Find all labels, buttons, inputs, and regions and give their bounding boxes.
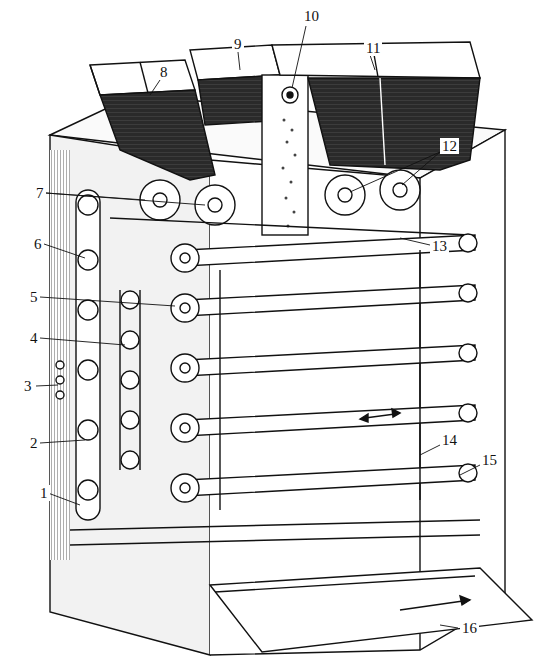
callout-number: 9 — [232, 36, 244, 52]
callout-number: 1 — [38, 485, 50, 501]
hopper — [272, 42, 480, 170]
leader-lines — [36, 26, 480, 628]
callout-number: 10 — [302, 8, 321, 24]
callout-number: 3 — [22, 378, 34, 394]
cabinet-side — [50, 135, 210, 655]
callout-number: 14 — [440, 432, 459, 448]
callout-number: 2 — [28, 435, 40, 451]
callout-number: 12 — [440, 138, 459, 154]
callout-number: 8 — [158, 64, 170, 80]
callout-number: 11 — [364, 40, 382, 56]
callout-number: 13 — [430, 238, 449, 254]
hopper — [90, 60, 215, 180]
discharge-tray — [210, 568, 532, 652]
callout-number: 4 — [28, 330, 40, 346]
callout-number: 7 — [34, 185, 46, 201]
feed-rollers — [110, 170, 470, 235]
callout-number: 15 — [480, 452, 499, 468]
chain-drive — [56, 190, 140, 520]
callout-number: 16 — [460, 620, 479, 636]
callout-number: 6 — [32, 236, 44, 252]
conveyor-belts — [171, 234, 477, 510]
callout-number: 5 — [28, 289, 40, 305]
